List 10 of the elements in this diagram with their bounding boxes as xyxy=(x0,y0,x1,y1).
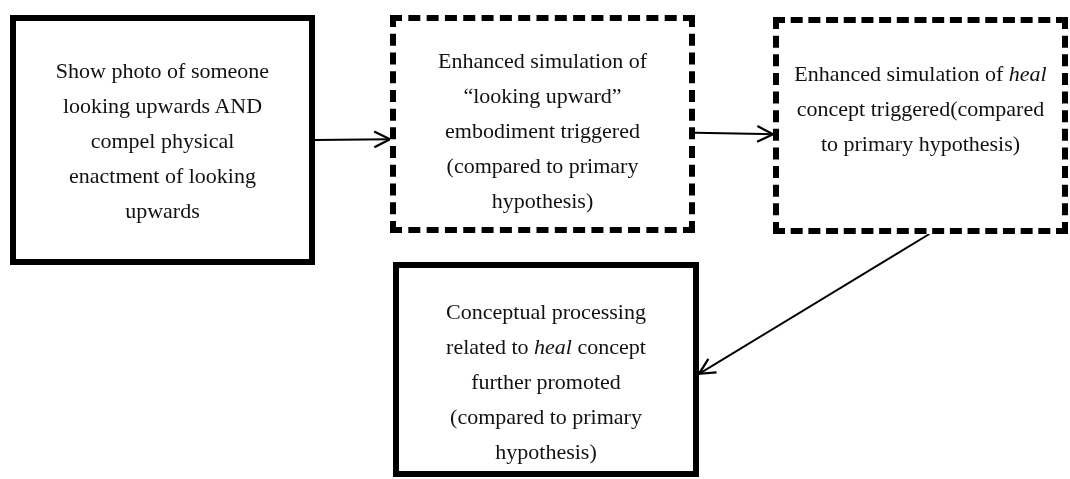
process-box xyxy=(10,15,315,265)
node-text: Enhanced simulation of “looking upward” embodiment triggered (compared to primary hypothesis) xyxy=(437,47,648,215)
arrow xyxy=(314,130,392,149)
process-box xyxy=(393,262,699,477)
node-text: Enhanced simulation of heal concept triggered(compared to primary hypothesis) xyxy=(793,60,1048,158)
process-box xyxy=(773,17,1068,234)
node-text: Show photo of someone looking upwards AND compel physical enactment of looking upwards xyxy=(54,57,271,225)
node-text: Conceptual processing related to heal concept further promoted (compared to primary hypothesis) xyxy=(445,298,647,466)
process-box xyxy=(390,15,695,233)
arrow xyxy=(694,124,775,143)
